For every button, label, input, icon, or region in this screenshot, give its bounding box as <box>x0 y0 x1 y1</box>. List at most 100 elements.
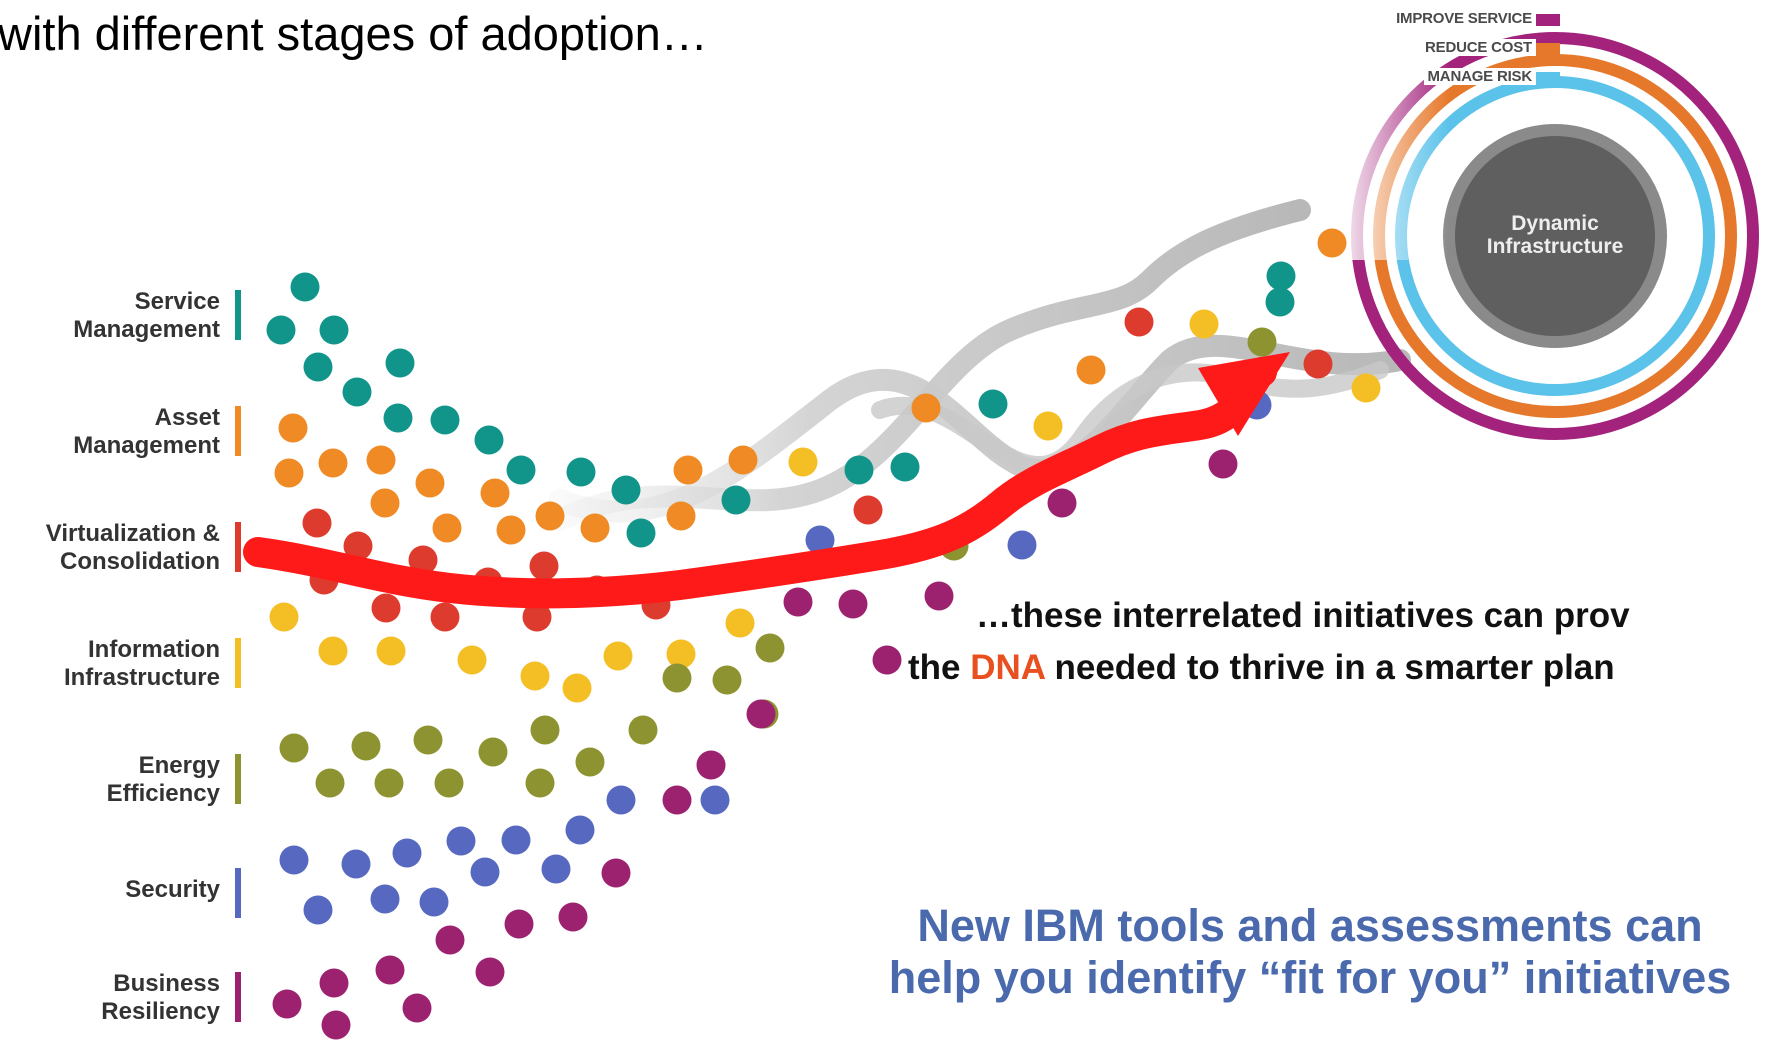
dot-security <box>419 887 449 917</box>
dot-virtualization <box>529 551 559 581</box>
dot-energy <box>315 768 345 798</box>
dot-energy <box>755 633 785 663</box>
dot-business <box>435 925 465 955</box>
dot-asset <box>274 458 304 488</box>
goal-reduce-cost: REDUCE COST <box>1421 39 1536 56</box>
dot-energy <box>662 663 692 693</box>
dot-asset <box>370 488 400 518</box>
dot-service <box>303 352 333 382</box>
category-bar <box>235 868 241 918</box>
helix-strand-c <box>871 361 1389 474</box>
dot-asset <box>432 513 462 543</box>
dot-security <box>446 826 476 856</box>
dot-service <box>342 377 372 407</box>
dot-virtualization <box>1303 349 1333 379</box>
dot-energy <box>628 715 658 745</box>
dot-security <box>470 857 500 887</box>
dot-asset <box>580 513 610 543</box>
dot-business <box>696 750 726 780</box>
dot-business <box>662 785 692 815</box>
dot-service <box>626 518 656 548</box>
dot-asset <box>278 413 308 443</box>
dot-service <box>890 452 920 482</box>
dot-business <box>475 957 505 987</box>
dot-service <box>474 425 504 455</box>
dot-service <box>1266 261 1296 291</box>
dot-business <box>872 645 902 675</box>
dot-virtualization <box>522 602 552 632</box>
dot-security <box>606 785 636 815</box>
category-bar <box>235 754 241 804</box>
dot-information <box>562 673 592 703</box>
dot-service <box>383 403 413 433</box>
dot-business <box>924 581 954 611</box>
dot-service <box>290 272 320 302</box>
page-heading: with different stages of adoption… <box>0 7 708 60</box>
red-arrow-head <box>1198 352 1290 436</box>
initiative-dots <box>266 228 1381 1040</box>
callout-line-1: …these interrelated initiatives can prov <box>976 596 1630 635</box>
dot-business <box>1208 449 1238 479</box>
dot-asset <box>496 515 526 545</box>
dot-business <box>838 589 868 619</box>
dot-security <box>341 849 371 879</box>
dot-service <box>978 389 1008 419</box>
dot-business <box>1047 488 1077 518</box>
dot-asset <box>366 445 396 475</box>
dot-service <box>844 455 874 485</box>
dot-virtualization <box>1124 307 1154 337</box>
dot-service <box>566 457 596 487</box>
dot-virtualization <box>343 531 373 561</box>
red-progress-arrow <box>243 357 1277 609</box>
dot-service <box>266 315 296 345</box>
dot-asset <box>318 448 348 478</box>
closing-line-1: New IBM tools and assessments can <box>917 900 1703 951</box>
dot-information <box>520 661 550 691</box>
dot-virtualization <box>302 508 332 538</box>
dot-information <box>1351 373 1381 403</box>
goal-improve-service: IMPROVE SERVICE <box>1392 10 1536 27</box>
dot-security <box>370 884 400 914</box>
dot-energy <box>279 733 309 763</box>
dot-asset <box>673 455 703 485</box>
dot-virtualization <box>371 593 401 623</box>
dot-information <box>666 639 696 669</box>
dot-information <box>318 636 348 666</box>
dot-service <box>430 405 460 435</box>
dot-energy <box>351 731 381 761</box>
dot-energy <box>413 725 443 755</box>
dot-security <box>279 845 309 875</box>
dot-business <box>558 902 588 932</box>
dot-asset <box>1076 355 1106 385</box>
dot-asset <box>666 501 696 531</box>
dot-energy <box>434 768 464 798</box>
dot-energy <box>575 747 605 777</box>
dot-virtualization <box>430 602 460 632</box>
dot-service <box>721 485 751 515</box>
dot-business <box>319 968 349 998</box>
dot-security <box>392 838 422 868</box>
dot-service <box>385 348 415 378</box>
dot-service <box>1265 287 1295 317</box>
category-label-virtualization: Virtualization &Consolidation <box>45 520 220 575</box>
dot-security <box>805 525 835 555</box>
category-bar <box>235 406 241 456</box>
dot-virtualization <box>408 545 438 575</box>
callout-line-2: the DNA needed to thrive in a smarter pl… <box>908 648 1615 687</box>
dot-business <box>402 993 432 1023</box>
dot-energy <box>374 768 404 798</box>
closing-line-2: help you identify “fit for you” initiati… <box>888 952 1732 1003</box>
dot-energy <box>525 768 555 798</box>
dot-asset <box>415 468 445 498</box>
dot-security <box>541 854 571 884</box>
dot-information <box>376 636 406 666</box>
dot-security <box>565 815 595 845</box>
dot-information <box>269 602 299 632</box>
dna-highlight: DNA <box>970 648 1045 687</box>
dot-asset <box>1317 228 1347 258</box>
dot-information <box>725 608 755 638</box>
dot-information <box>788 447 818 477</box>
dot-business <box>783 587 813 617</box>
